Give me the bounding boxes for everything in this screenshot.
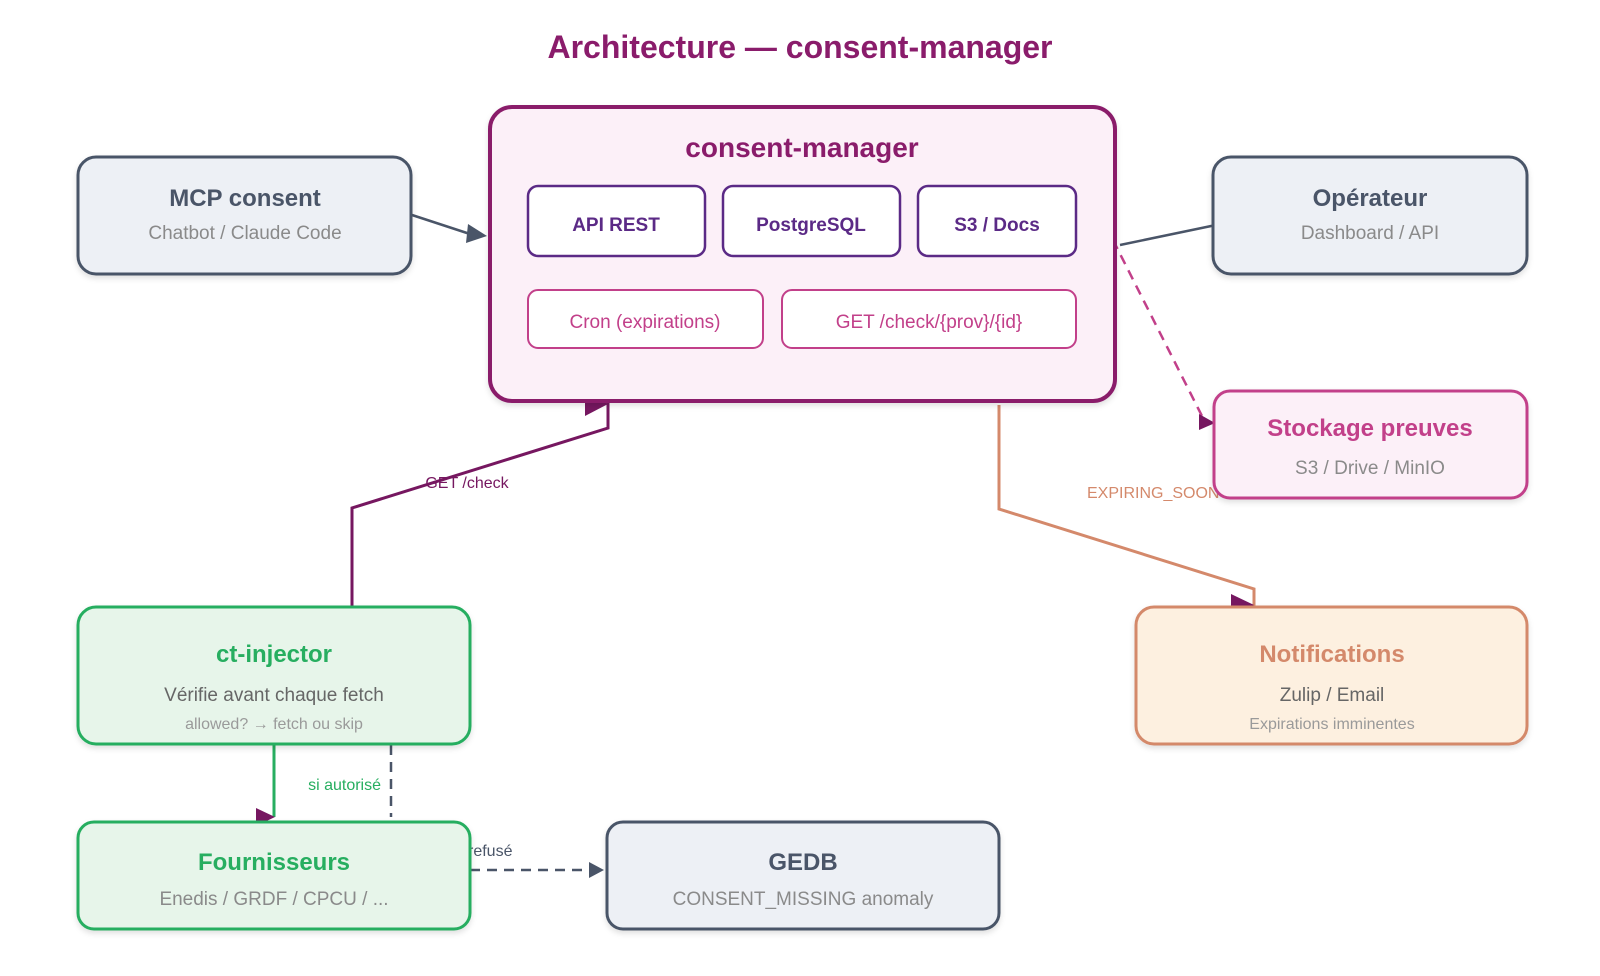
- arrowhead-icon: [589, 862, 604, 878]
- node-title: Fournisseurs: [198, 849, 350, 876]
- node-subtitle: CONSENT_MISSING anomaly: [673, 889, 934, 910]
- node-subtitle: S3 / Drive / MinIO: [1295, 458, 1445, 479]
- node-title: Notifications: [1259, 641, 1404, 668]
- edge-injector-to-gedb: [389, 745, 604, 878]
- service-label: GET /check/{prov}/{id}: [836, 312, 1023, 333]
- node-operateur[interactable]: Opérateur Dashboard / API: [1211, 155, 1529, 276]
- node-title: ct-injector: [216, 641, 332, 668]
- node-mcp-consent[interactable]: MCP consent Chatbot / Claude Code: [76, 155, 413, 276]
- component-postgresql[interactable]: PostgreSQL: [721, 184, 902, 258]
- core-title: consent-manager: [685, 132, 918, 163]
- edge-label-get-check: GET /check: [425, 475, 509, 492]
- edge-injector-to-core: [350, 392, 610, 607]
- node-subtitle: Dashboard / API: [1301, 223, 1439, 244]
- edge-injector-to-fournisseurs: [256, 745, 276, 826]
- component-api-rest[interactable]: API REST: [526, 184, 707, 258]
- service-get-check[interactable]: GET /check/{prov}/{id}: [781, 289, 1077, 349]
- edge-operateur-to-core: [1100, 223, 1217, 254]
- core-consent-manager[interactable]: consent-manager API REST PostgreSQL S3 /…: [488, 105, 1117, 403]
- arrowhead-icon: [466, 224, 487, 243]
- node-ct-injector[interactable]: ct-injector Vérifie avant chaque fetch a…: [76, 605, 472, 746]
- node-notifications[interactable]: Notifications Zulip / Email Expirations …: [1134, 605, 1529, 746]
- component-s3-docs[interactable]: S3 / Docs: [916, 184, 1078, 258]
- service-cron[interactable]: Cron (expirations): [527, 289, 764, 349]
- edge-label-refuse: refusé: [468, 843, 513, 860]
- node-subtitle: Zulip / Email: [1280, 685, 1385, 706]
- node-fournisseurs[interactable]: Fournisseurs Enedis / GRDF / CPCU / ...: [76, 820, 472, 931]
- diagram-title: Architecture — consent-manager: [547, 29, 1052, 65]
- component-label: PostgreSQL: [756, 215, 866, 236]
- node-stockage-preuves[interactable]: Stockage preuves S3 / Drive / MinIO: [1212, 389, 1529, 500]
- node-subtitle: Enedis / GRDF / CPCU / ...: [159, 889, 388, 910]
- node-title: Opérateur: [1313, 185, 1428, 212]
- node-note: Expirations imminentes: [1249, 716, 1414, 733]
- service-label: Cron (expirations): [570, 312, 721, 333]
- arrowhead-icon: [1199, 414, 1215, 430]
- node-gedb[interactable]: GEDB CONSENT_MISSING anomaly: [605, 820, 1001, 931]
- node-subtitle: Chatbot / Claude Code: [148, 223, 341, 244]
- edge-label-si-autorise: si autorisé: [308, 777, 381, 794]
- node-title: Stockage preuves: [1267, 415, 1472, 442]
- node-title: MCP consent: [169, 185, 321, 212]
- node-title: GEDB: [768, 849, 837, 876]
- node-subtitle: Vérifie avant chaque fetch: [164, 685, 384, 706]
- component-label: API REST: [572, 215, 660, 236]
- edge-mcp-to-core: [411, 213, 487, 243]
- component-label: S3 / Docs: [954, 215, 1040, 236]
- node-note: allowed? → fetch ou skip: [185, 716, 363, 733]
- edge-core-to-stockage: [1111, 239, 1215, 430]
- edge-label-expiring-soon: EXPIRING_SOON: [1087, 485, 1219, 502]
